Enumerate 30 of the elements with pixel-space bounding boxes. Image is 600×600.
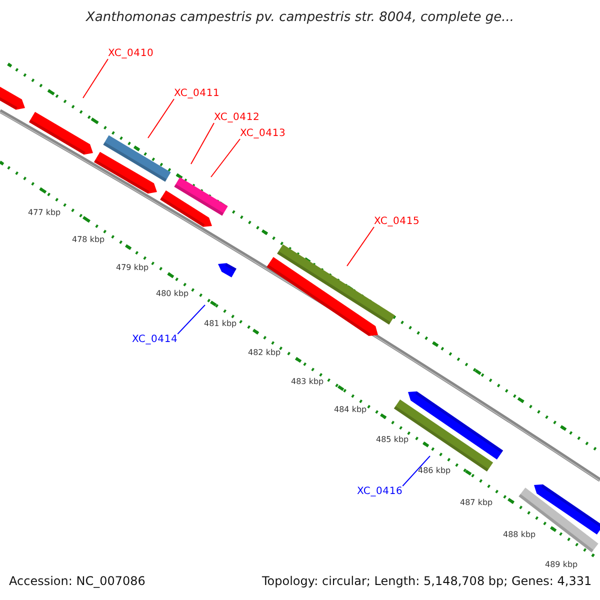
footer-text: Accession: NC_007086 [9, 574, 146, 588]
scale-label: 484 kbp [334, 405, 367, 414]
leader-line [402, 456, 430, 486]
scale-label: 481 kbp [204, 319, 237, 328]
leader-line [210, 138, 240, 178]
leader-line [190, 122, 214, 164]
gene-label: XC_0411 [174, 88, 220, 99]
scale-label: 478 kbp [72, 235, 105, 244]
scale-label: 487 kbp [460, 498, 493, 507]
scale-label: 486 kbp [418, 466, 451, 475]
footer-text: Topology: circular; Length: 5,148,708 bp; Genes: 4,331 [262, 574, 592, 588]
gene-label: XC_0410 [108, 48, 154, 59]
title: Xanthomonas campestris pv. campestris str. 8004, complete ge... [86, 10, 514, 25]
leader-line [177, 304, 206, 334]
gene-label: XC_0414 [132, 334, 178, 345]
scale-label: 485 kbp [376, 435, 409, 444]
leader-line [346, 226, 374, 266]
gene-label: XC_0415 [374, 216, 420, 227]
leader-line [82, 58, 108, 98]
scale-label: 489 kbp [545, 560, 578, 569]
scale-label: 480 kbp [156, 289, 189, 298]
scale-label: 482 kbp [248, 348, 281, 357]
scale-label: 488 kbp [503, 530, 536, 539]
gene-label: XC_0416 [357, 486, 403, 497]
scale-label: 477 kbp [28, 208, 61, 217]
gene-label: XC_0412 [214, 112, 260, 123]
leader-line [148, 98, 174, 138]
scale-label: 479 kbp [116, 263, 149, 272]
gene-label: XC_0413 [240, 128, 286, 139]
scale-label: 483 kbp [291, 377, 324, 386]
